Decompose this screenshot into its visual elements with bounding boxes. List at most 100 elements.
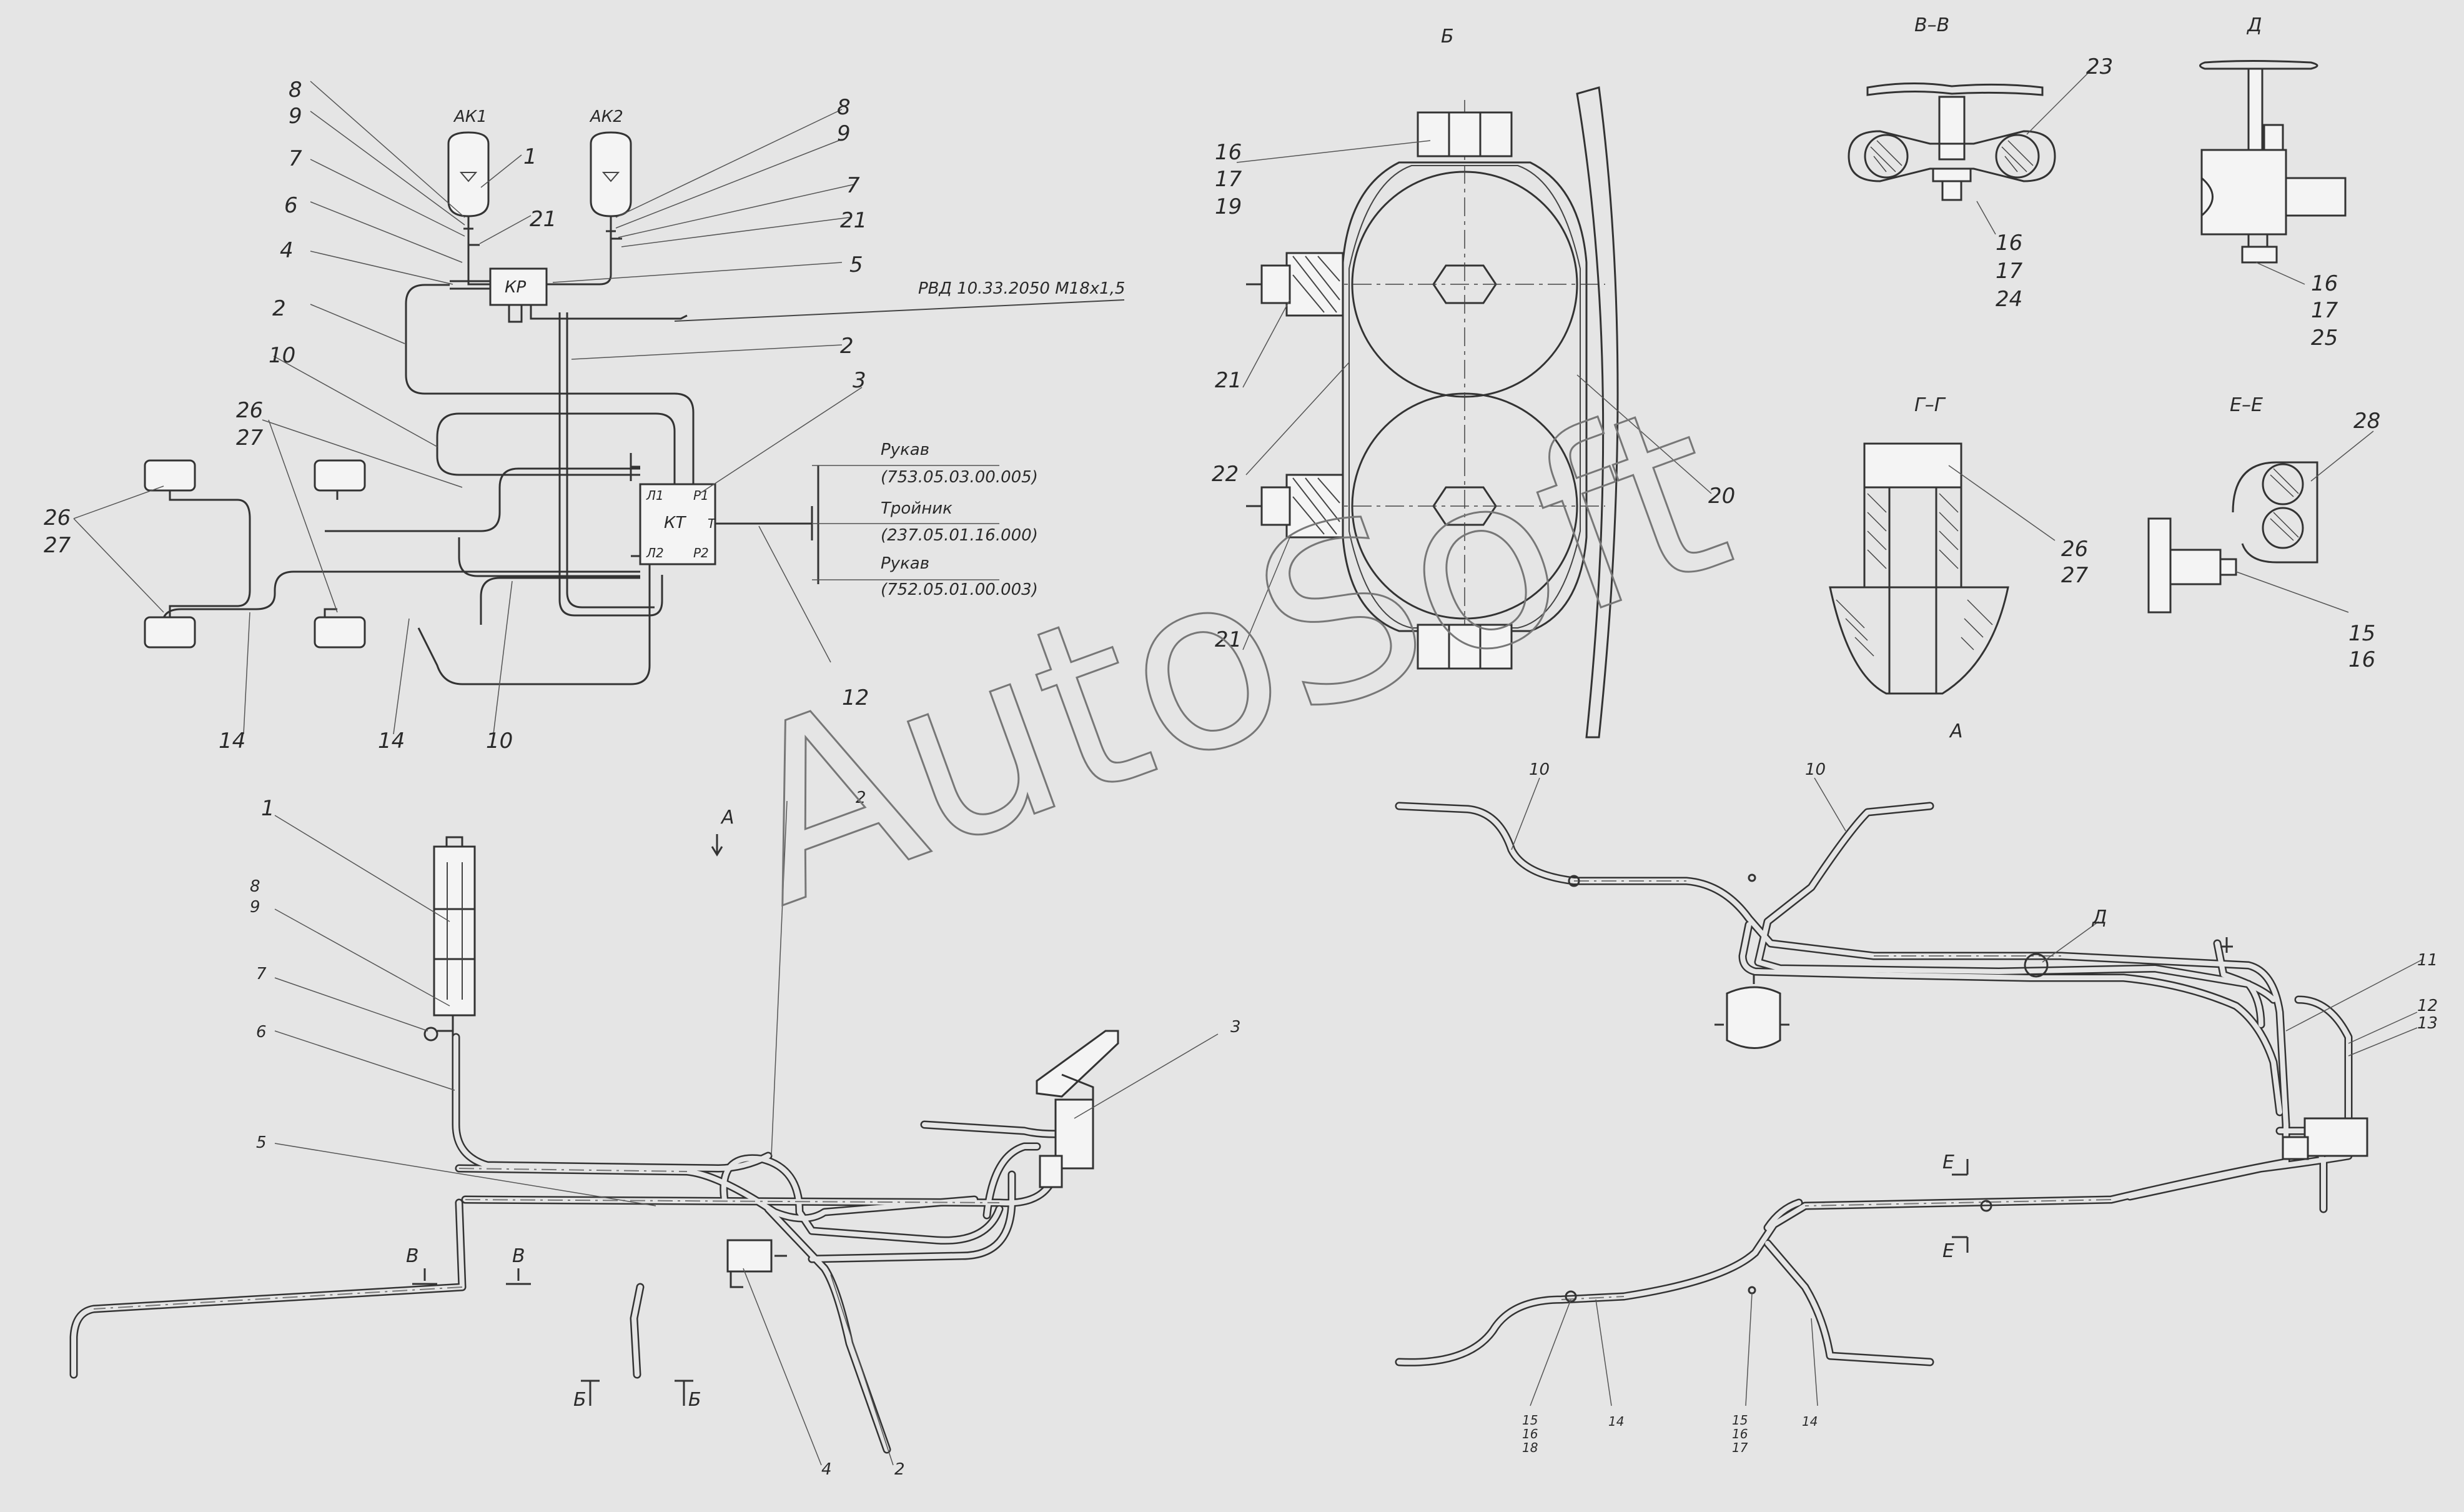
label-12: 12 (842, 685, 869, 710)
label-5: 5 (849, 252, 863, 277)
view-b-fitting-lower (1246, 474, 1344, 539)
accumulator-ak1 (447, 131, 490, 259)
side-view-pipes (69, 1033, 1060, 1454)
kt-port-l1: Л1 (646, 488, 664, 503)
side-view-cut-b-left: Б (573, 1389, 586, 1411)
side-view-arrow-a: А (720, 807, 735, 828)
section-vv: В–В 23 16 17 24 (1848, 14, 2113, 312)
side-view-label-7: 7 (256, 965, 267, 983)
top-view-label-12: 12 (2417, 997, 2438, 1015)
side-view-label-6: 6 (256, 1023, 267, 1042)
side-view-label-9: 9 (250, 898, 260, 917)
callout-hose-1-code: (753.05.03.00.005) (881, 468, 1038, 487)
label-2b: 2 (840, 334, 854, 359)
side-view-label-1: 1 (261, 796, 275, 821)
label-14b: 14 (378, 729, 405, 754)
side-view-label-3: 3 (1230, 1018, 1241, 1037)
top-view-label-d: Д (2091, 907, 2107, 928)
label-14a: 14 (219, 729, 245, 754)
top-view: 10 10 Д 11 12 13 Е Е 15 16 18 14 15 16 1… (1395, 760, 2438, 1455)
kt-port-r1: Р1 (693, 488, 709, 503)
section-ee-label-28: 28 (2353, 409, 2380, 434)
label-27: 27 (236, 425, 264, 450)
valve-kt-label: КТ (664, 514, 686, 532)
view-d-label-16: 16 (2311, 271, 2338, 296)
side-view-cut-v-left: В (406, 1245, 419, 1267)
top-view-cut-e-bottom: Е (1942, 1240, 1954, 1262)
callout-hose-2-code: (752.05.01.00.003) (881, 580, 1038, 599)
hydraulic-schematic: АК1 АК2 КР РВД 10.33.2050 М18х1,5 КТ Л1 … (44, 77, 1125, 754)
side-view-label-4: 4 (821, 1460, 832, 1479)
view-d-label-17: 17 (2311, 298, 2338, 323)
label-left-26: 26 (44, 505, 71, 530)
section-ee-label-16: 16 (2348, 647, 2375, 672)
view-b-label-22: 22 (1212, 462, 1239, 487)
section-gg-caption: А (1949, 720, 1963, 742)
label-ak2-7: 7 (846, 173, 860, 198)
section-ee-title: Е–Е (2230, 394, 2263, 416)
label-ak1-4: 4 (280, 238, 294, 263)
top-view-label-14a: 14 (1608, 1414, 1624, 1429)
valve-kr (489, 267, 548, 306)
brake-cylinder-2 (314, 459, 366, 492)
brake-cylinder-3 (144, 616, 196, 649)
section-vv-label-24: 24 (1996, 287, 2022, 312)
top-view-label-10b: 10 (1805, 760, 1826, 779)
callout-hose-2: Рукав (881, 554, 929, 573)
view-b-label-19: 19 (1215, 194, 1242, 219)
label-left-27: 27 (44, 533, 71, 558)
section-gg: Г–Г 26 27 А (1829, 394, 2089, 742)
top-view-label-t17: 17 (1732, 1440, 1748, 1455)
callout-tee: Тройник (881, 499, 952, 518)
view-b-label-17: 17 (1215, 167, 1242, 192)
view-b: Б 16 17 19 21 22 21 20 (1212, 26, 1735, 739)
top-view-label-13: 13 (2417, 1014, 2438, 1033)
section-vv-label-23: 23 (2086, 54, 2113, 79)
view-b-fitting-upper (1246, 252, 1344, 317)
view-b-title: Б (1441, 26, 1454, 47)
section-ee-label-15: 15 (2348, 621, 2375, 646)
kt-port-l2: Л2 (646, 545, 664, 560)
section-ee: Е–Е 28 15 16 (2147, 394, 2380, 672)
ak1-label: АК1 (453, 107, 487, 126)
view-d: Д 16 17 25 (2199, 14, 2347, 351)
side-view-label-2: 2 (856, 788, 866, 807)
label-ak1-7: 7 (289, 146, 302, 171)
side-view-cut-b-right: Б (688, 1389, 701, 1411)
top-view-label-t15: 15 (1732, 1413, 1748, 1428)
side-view-label-5: 5 (256, 1133, 267, 1152)
rvd-label: РВД 10.33.2050 М18х1,5 (918, 279, 1125, 298)
label-ak2-9: 9 (837, 121, 851, 146)
side-view-cut-v-right: В (512, 1245, 525, 1267)
label-ak1-2: 2 (272, 296, 286, 321)
label-ak1-6: 6 (284, 193, 298, 218)
side-view-label-8: 8 (250, 877, 260, 896)
valve-kr-label: КР (505, 278, 526, 297)
ak2-label: АК2 (589, 107, 623, 126)
section-vv-label-17: 17 (1996, 259, 2023, 284)
label-26: 26 (236, 398, 263, 423)
brake-cylinder-4 (314, 616, 366, 649)
watermark: AutoSoft (705, 350, 1758, 958)
side-view-label-2b: 2 (894, 1460, 905, 1479)
top-view-label-s18: 18 (1522, 1440, 1538, 1455)
top-view-label-11: 11 (2417, 951, 2438, 970)
section-gg-label-27: 27 (2061, 563, 2089, 588)
section-gg-title: Г–Г (1914, 394, 1946, 416)
section-vv-title: В–В (1914, 14, 1949, 36)
top-view-label-s16: 16 (1522, 1426, 1538, 1441)
label-ak2-21: 21 (840, 208, 867, 233)
label-3: 3 (853, 368, 866, 393)
view-b-label-16: 16 (1215, 140, 1242, 165)
top-view-label-s15: 15 (1522, 1413, 1538, 1428)
brake-cylinder-1 (144, 459, 196, 492)
callout-tee-code: (237.05.01.16.000) (881, 526, 1038, 545)
label-ak1-9: 9 (289, 104, 302, 129)
label-10: 10 (269, 343, 295, 368)
top-view-label-14b: 14 (1802, 1414, 1818, 1429)
kt-port-r2: Р2 (693, 545, 709, 560)
top-view-label-10a: 10 (1529, 760, 1550, 779)
section-vv-label-16: 16 (1996, 231, 2022, 256)
section-gg-label-26: 26 (2061, 537, 2088, 562)
